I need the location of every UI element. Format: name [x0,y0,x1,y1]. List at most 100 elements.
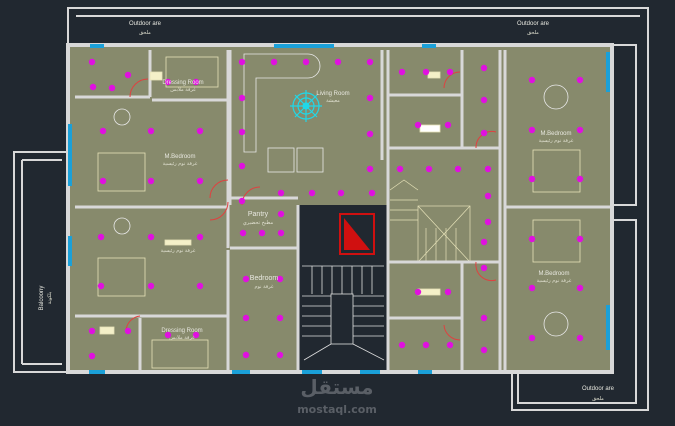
ceiling-light-icon [97,282,105,290]
ceiling-light-icon [480,238,488,246]
ceiling-light-icon [528,126,536,134]
ceiling-light-icon [196,127,204,135]
ceiling-light-icon [192,331,200,339]
ceiling-light-icon [480,346,488,354]
dressing-room-bottom-label-ar: غرفة ملابس [169,335,195,341]
ceiling-light-icon [88,352,96,360]
ceiling-light-icon [422,68,430,76]
furniture [97,53,581,369]
ceiling-light-icon [277,229,285,237]
balcony-inner [21,159,62,365]
ceiling-light-icon [99,177,107,185]
elevator [339,213,375,255]
mbedroom-right-top-label-ar: غرفة نوم رئيسية [539,138,574,144]
outdoor-label-3: Outdoor are [582,386,615,392]
bedroom-label-ar: غرفة نوم [254,284,273,290]
ceiling-light-icon [398,68,406,76]
ceiling-light-icon [108,84,116,92]
ceiling-light-icon [192,78,200,86]
ceiling-light-icon [164,78,172,86]
ceiling-lights [88,58,584,360]
mbedroom-left-bottom-label-ar: غرفة نوم رئيسية [161,248,196,254]
internal-stair [389,179,471,263]
ceiling-light-icon [334,58,342,66]
chandelier-icon [290,90,322,122]
ceiling-light-icon [576,284,584,292]
ceiling-light-icon [422,341,430,349]
ceiling-light-icon [576,235,584,243]
bedroom-label: Bedroom [250,275,279,282]
ceiling-light-icon [238,128,246,136]
ceiling-light-icon [366,58,374,66]
ceiling-light-icon [124,71,132,79]
elevator-shaft [344,218,370,250]
ceiling-light-icon [196,233,204,241]
outdoor-label-3-ar: ملحق [592,396,604,402]
ceiling-light-icon [238,94,246,102]
outdoor-label-1-ar: ملحق [139,30,151,36]
ceiling-light-icon [89,83,97,91]
bed-left-bottom [97,257,146,297]
doors [125,71,497,341]
ceiling-light-icon [484,218,492,226]
ceiling-light-icon [576,76,584,84]
mbedroom-right-bottom-label: M.Bedroom [538,271,569,277]
ceiling-light-icon [366,130,374,138]
ceiling-light-icon [398,341,406,349]
ceiling-light-icon [242,314,250,322]
watermark-logo: مستقل [300,375,373,399]
ceiling-light-icon [277,189,285,197]
ceiling-light-icon [446,341,454,349]
ceiling-light-icon [242,275,250,283]
mbedroom-right-top-label: M.Bedroom [540,131,571,137]
ceiling-light-icon [576,175,584,183]
mbedroom-right-bottom-label-ar: غرفة نوم رئيسية [537,278,572,284]
ceiling-light-icon [238,197,246,205]
staircase [302,265,385,361]
mbedroom-left-top-label-ar: غرفة نوم رئيسية [163,161,198,167]
outdoor-boundary-top-right [67,7,649,411]
balcony-outline [13,151,68,373]
outdoor-outlines [13,7,649,411]
ceiling-light-icon [238,162,246,170]
ceiling-light-icon [414,121,422,129]
ceiling-light-icon [147,127,155,135]
ceiling-light-icon [99,127,107,135]
ceiling-light-icon [276,314,284,322]
ceiling-light-icon [147,282,155,290]
ceiling-light-icon [484,165,492,173]
ceiling-light-icon [425,165,433,173]
ceiling-light-icon [276,351,284,359]
ceiling-light-icon [480,96,488,104]
ceiling-light-icon [239,229,247,237]
ceiling-light-icon [164,331,172,339]
ceiling-light-icon [88,327,96,335]
bed-right-top [532,149,581,193]
outdoor-inner-right-top [612,44,637,206]
ceiling-light-icon [366,94,374,102]
dressing-room-top-label-ar: غرفة ملابس [170,87,196,93]
ceiling-light-icon [480,264,488,272]
ceiling-light-icon [88,58,96,66]
windows [68,44,610,374]
balcony-label: Balcoony [39,286,45,311]
mbedroom-left-top-label: M.Bedroom [164,154,195,160]
ceiling-light-icon [337,189,345,197]
outdoor-label-2-ar: ملحق [527,30,539,36]
bed-left-top [97,152,146,192]
outdoor-label-2: Outdoor are [517,21,550,27]
ceiling-light-icon [480,129,488,137]
ceiling-light-icon [270,58,278,66]
ceiling-light-icon [528,235,536,243]
ceiling-light-icon [480,64,488,72]
ceiling-light-icon [528,175,536,183]
ceiling-light-icon [368,189,376,197]
outdoor-inner-bottom [517,219,637,404]
ceiling-light-icon [124,327,132,335]
ceiling-light-icon [444,121,452,129]
ceiling-light-icon [528,334,536,342]
dressing-room-bottom-label: Dressing Room [161,328,202,334]
ceiling-light-icon [238,58,246,66]
walls [66,43,614,374]
